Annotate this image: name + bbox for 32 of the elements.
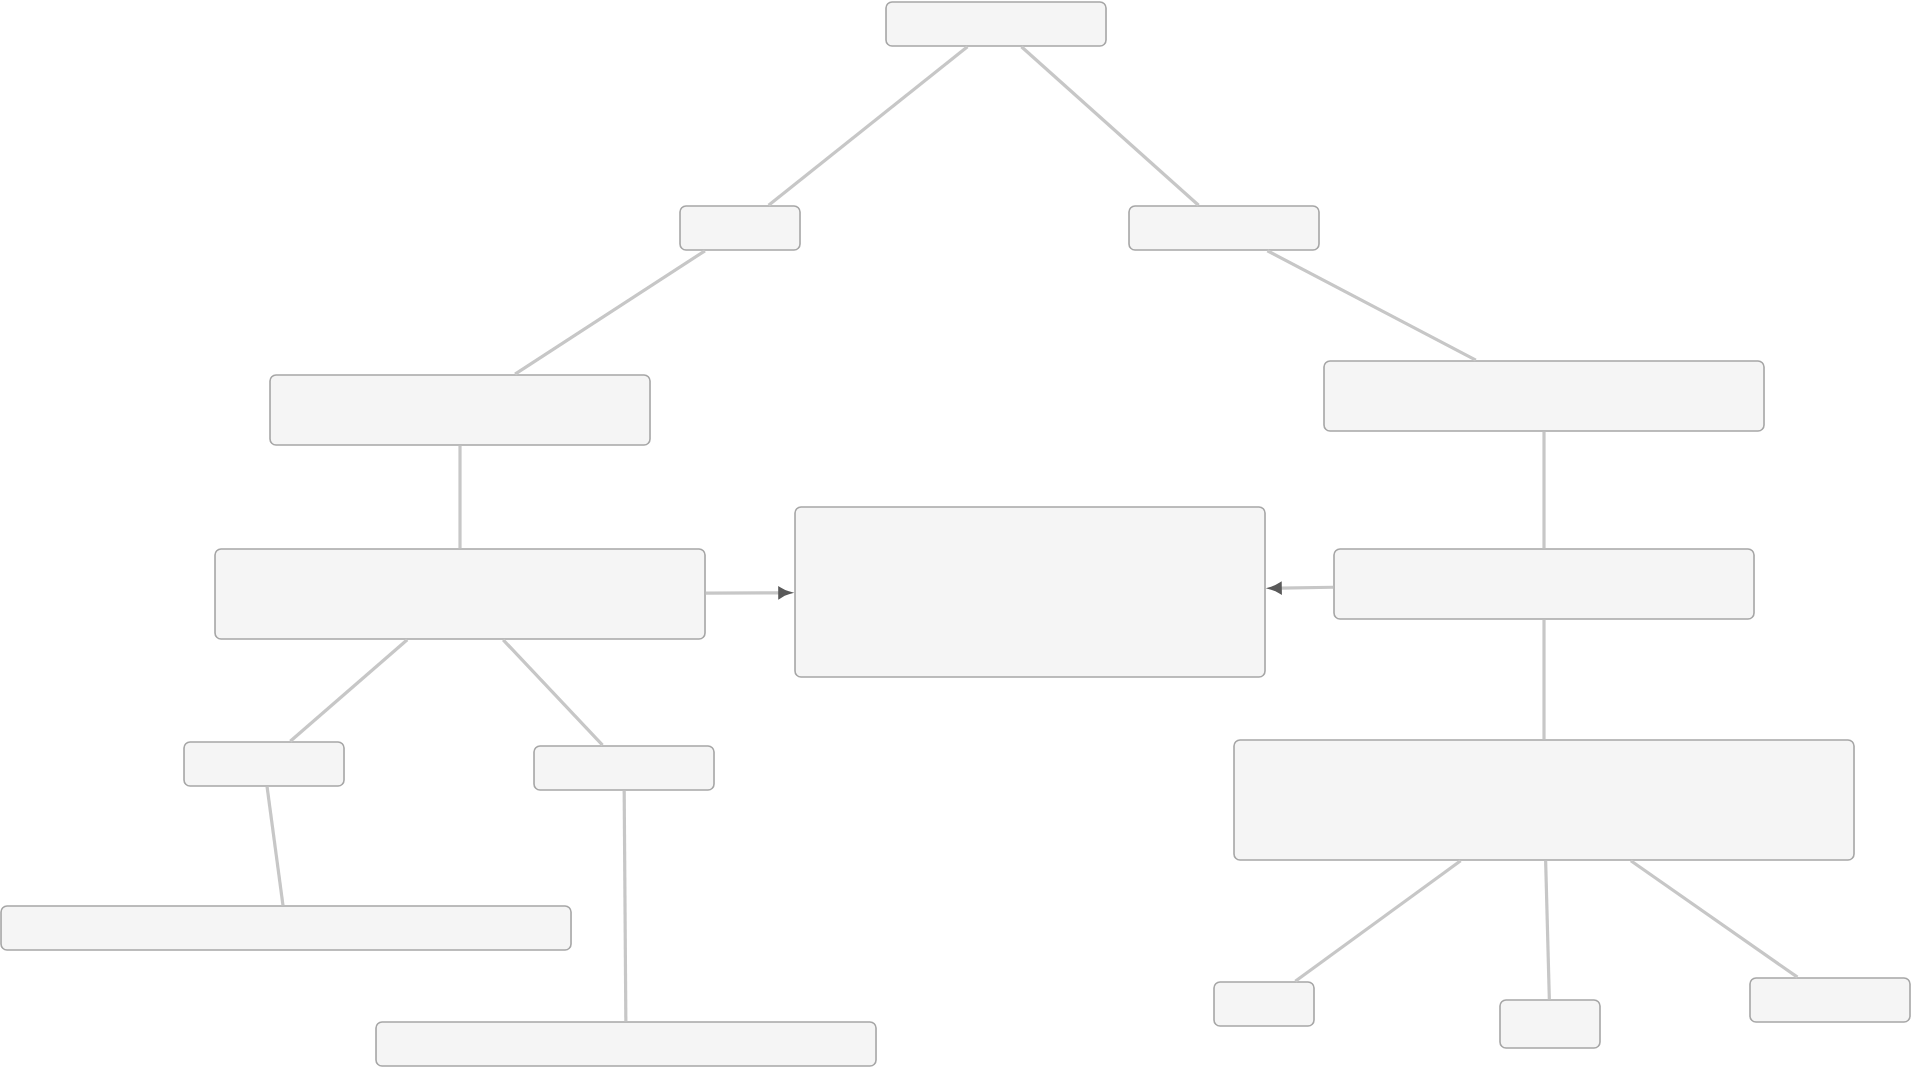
- concept-box: [214, 548, 706, 640]
- connector: [514, 249, 706, 376]
- concept-box: [1333, 548, 1755, 620]
- connector: [265, 786, 285, 906]
- connector: [1544, 860, 1551, 1000]
- connector: [1629, 859, 1799, 979]
- connector: [1020, 45, 1200, 207]
- concept-box: [679, 205, 801, 251]
- connector: [1269, 582, 1334, 594]
- concept-box: [269, 374, 651, 446]
- connector: [289, 638, 409, 743]
- concept-box: [885, 1, 1107, 47]
- concept-box: [1749, 977, 1911, 1023]
- concept-box: [1233, 739, 1855, 861]
- connector: [1266, 249, 1477, 362]
- connector: [622, 790, 628, 1022]
- connector: [767, 45, 969, 207]
- concept-box: [1499, 999, 1601, 1049]
- concept-box: [375, 1021, 877, 1067]
- connector: [705, 587, 791, 599]
- concept-box: [1323, 360, 1765, 432]
- connector: [1294, 859, 1462, 983]
- concept-box: [1213, 981, 1315, 1027]
- concept-box: [183, 741, 345, 787]
- concept-box: [794, 506, 1266, 678]
- concept-box: [1128, 205, 1320, 251]
- connector: [1542, 619, 1546, 740]
- connector: [502, 638, 604, 747]
- concept-box: [533, 745, 715, 791]
- connector: [458, 445, 462, 549]
- connector: [1542, 431, 1546, 549]
- concept-box: [0, 905, 572, 951]
